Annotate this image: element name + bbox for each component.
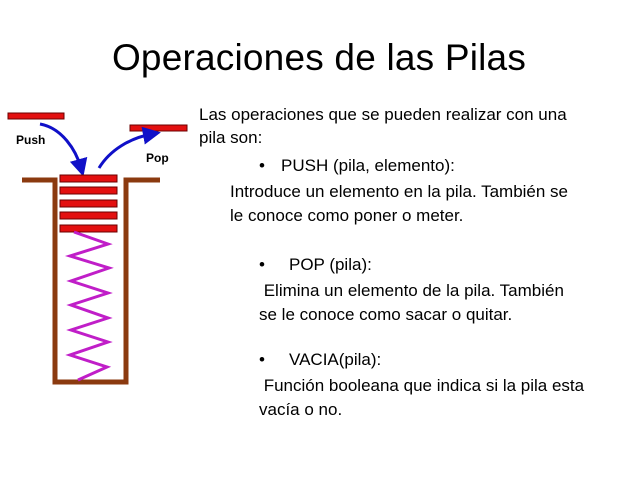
spring-icon — [64, 230, 114, 382]
stack-container — [22, 177, 160, 385]
operation-vacia-signature: VACIA(pila): — [289, 350, 382, 369]
push-element — [7, 112, 65, 120]
intro-line-1: Las operaciones que se pueden realizar c… — [199, 105, 567, 124]
pop-label: Pop — [146, 151, 169, 165]
push-arrow-icon — [39, 122, 88, 177]
bullet-icon: • — [259, 156, 265, 175]
bullet-icon: • — [259, 255, 265, 274]
stacked-elements — [59, 174, 118, 233]
operation-push-desc-1: Introduce un elemento en la pila. Tambié… — [230, 182, 569, 201]
operation-vacia-desc-2: vacía o no. — [259, 400, 343, 419]
push-label: Push — [16, 133, 45, 147]
operation-push-desc-2: le conoce como poner o meter. — [230, 206, 464, 225]
operation-vacia-heading: • VACIA(pila): — [259, 348, 381, 371]
slide-title: Operaciones de las Pilas — [111, 37, 527, 78]
pop-arrow-icon — [97, 126, 161, 169]
bullet-icon: • — [259, 350, 265, 369]
intro-line-2: pila son: — [199, 128, 263, 147]
operation-pop-desc-2: se le conoce como sacar o quitar. — [259, 305, 513, 324]
operation-pop-signature: POP (pila): — [289, 255, 372, 274]
operation-vacia-desc-1: Función booleana que indica si la pila e… — [259, 376, 585, 395]
operation-push-heading: • PUSH (pila, elemento): — [259, 154, 455, 177]
operation-pop-desc-1: Elimina un elemento de la pila. También — [259, 281, 564, 300]
pop-element — [129, 124, 188, 132]
stack-diagram: Push Pop — [7, 112, 188, 385]
operation-push-signature: PUSH (pila, elemento): — [281, 156, 455, 175]
operation-pop-heading: • POP (pila): — [259, 253, 372, 276]
